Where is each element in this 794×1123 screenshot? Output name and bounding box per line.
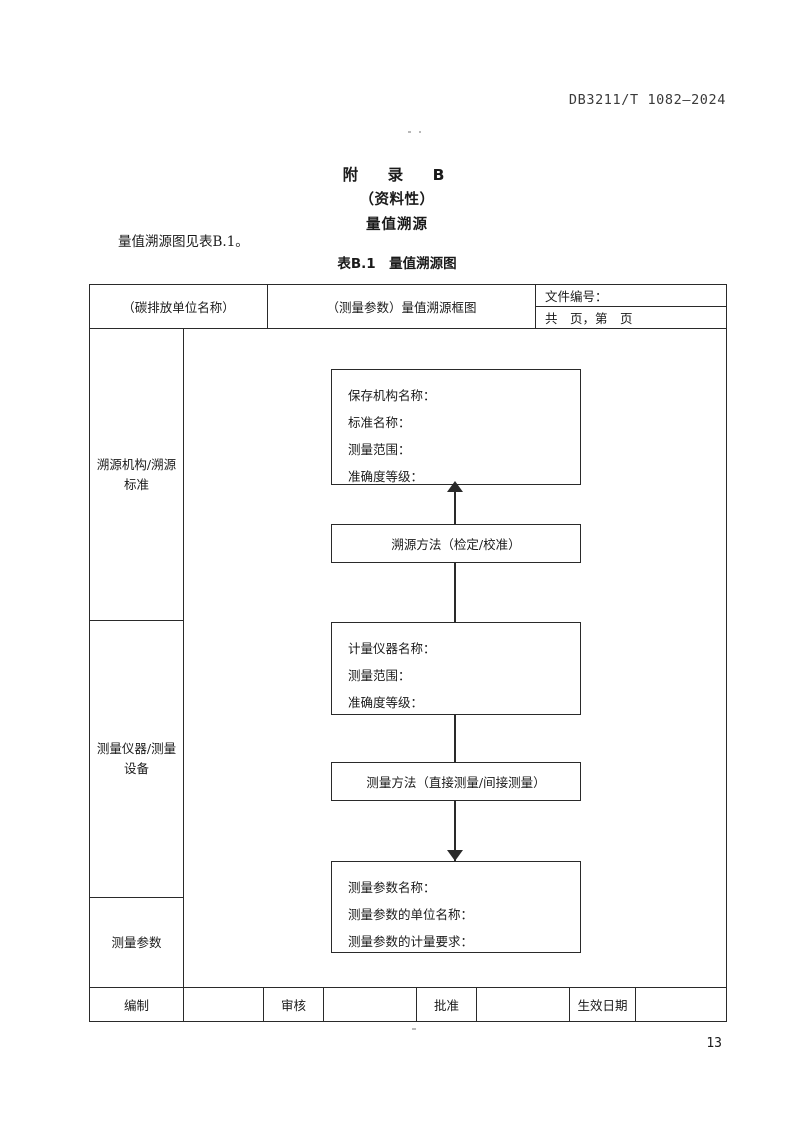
document-header-code: DB3211/T 1082—2024 [568, 92, 726, 108]
annex-title-block: 附 录 B （资料性） 量值溯源 [0, 163, 794, 238]
field-instrument-range[interactable]: 测量范围： [348, 668, 411, 683]
annex-label: 附 录 B [342, 166, 452, 184]
flow-box-instrument: 计量仪器名称： 测量范围： 准确度等级： [331, 622, 581, 715]
field-instrument-accuracy-class[interactable]: 准确度等级： [348, 695, 424, 710]
flow-box-parameter: 测量参数名称： 测量参数的单位名称： 测量参数的计量要求： [331, 861, 581, 953]
table-body: 溯源机构/溯源标准 测量仪器/测量设备 测量参数 保存机构名称： 标准名称： 测… [90, 329, 726, 988]
scan-speck [419, 131, 421, 133]
page-number: 13 [706, 1036, 722, 1051]
connector-method-to-parameter [454, 801, 457, 861]
flow-diagram-area: 保存机构名称： 标准名称： 测量范围： 准确度等级： 溯源方法（检定/校准） 计… [184, 329, 726, 987]
connector-method-to-standard [454, 485, 457, 524]
header-cell-unit-name: （碳排放单位名称） [90, 285, 268, 328]
document-number-field[interactable]: 文件编号： [536, 285, 726, 307]
footer-value-prepared-by[interactable] [184, 988, 264, 1021]
scan-speck [408, 131, 411, 133]
connector-instrument-to-measure-method [454, 715, 457, 762]
signature-row: 编制 审核 批准 生效日期 [90, 988, 726, 1021]
footer-value-approved-by[interactable] [477, 988, 570, 1021]
stage-label-measurement-parameter: 测量参数 [111, 934, 162, 950]
annex-heading: 量值溯源 [366, 217, 428, 233]
arrow-down-icon [447, 850, 463, 861]
stage-label-traceability-institution: 溯源机构/溯源标准 [90, 329, 183, 621]
field-instrument-name[interactable]: 计量仪器名称： [348, 641, 436, 656]
field-measurement-range[interactable]: 测量范围： [348, 442, 411, 457]
footer-label-reviewed-by: 审核 [264, 988, 324, 1021]
flow-box-standard: 保存机构名称： 标准名称： 测量范围： 准确度等级： [331, 369, 581, 485]
flow-box-measurement-method: 测量方法（直接测量/间接测量） [331, 762, 581, 801]
field-accuracy-class[interactable]: 准确度等级： [348, 469, 424, 484]
connector-instrument-to-method [454, 563, 457, 622]
field-standard-name[interactable]: 标准名称： [348, 415, 411, 430]
stage-label-column: 溯源机构/溯源标准 测量仪器/测量设备 测量参数 [90, 329, 184, 987]
annex-nature: （资料性） [359, 192, 435, 208]
flow-box-measurement-method-label: 测量方法（直接测量/间接测量） [366, 775, 546, 790]
footer-value-effective-date[interactable] [636, 988, 726, 1021]
footer-value-reviewed-by[interactable] [324, 988, 417, 1021]
scan-speck [412, 1028, 416, 1030]
footer-label-prepared-by: 编制 [90, 988, 184, 1021]
field-parameter-unit-name[interactable]: 测量参数的单位名称： [348, 907, 474, 922]
flow-box-traceability-method: 溯源方法（检定/校准） [331, 524, 581, 563]
table-caption: 表B.1 量值溯源图 [337, 256, 457, 272]
header-cell-document-info: 文件编号： 共 页，第 页 [536, 285, 726, 328]
footer-label-approved-by: 批准 [417, 988, 477, 1021]
field-parameter-name[interactable]: 测量参数名称： [348, 880, 436, 895]
field-parameter-metrological-requirement[interactable]: 测量参数的计量要求： [348, 934, 474, 949]
intro-paragraph: 量值溯源图见表B.1。 [118, 234, 249, 250]
traceability-table: （碳排放单位名称） （测量参数）量值溯源框图 文件编号： 共 页，第 页 溯源机… [89, 284, 727, 1022]
stage-label-measuring-instrument: 测量仪器/测量设备 [90, 621, 183, 898]
page-count-field[interactable]: 共 页，第 页 [545, 310, 633, 326]
flow-box-traceability-method-label: 溯源方法（检定/校准） [391, 537, 521, 552]
header-cell-diagram-title: （测量参数）量值溯源框图 [268, 285, 536, 328]
table-header-row: （碳排放单位名称） （测量参数）量值溯源框图 文件编号： 共 页，第 页 [90, 285, 726, 329]
field-holding-institution-name[interactable]: 保存机构名称： [348, 388, 436, 403]
footer-label-effective-date: 生效日期 [570, 988, 636, 1021]
